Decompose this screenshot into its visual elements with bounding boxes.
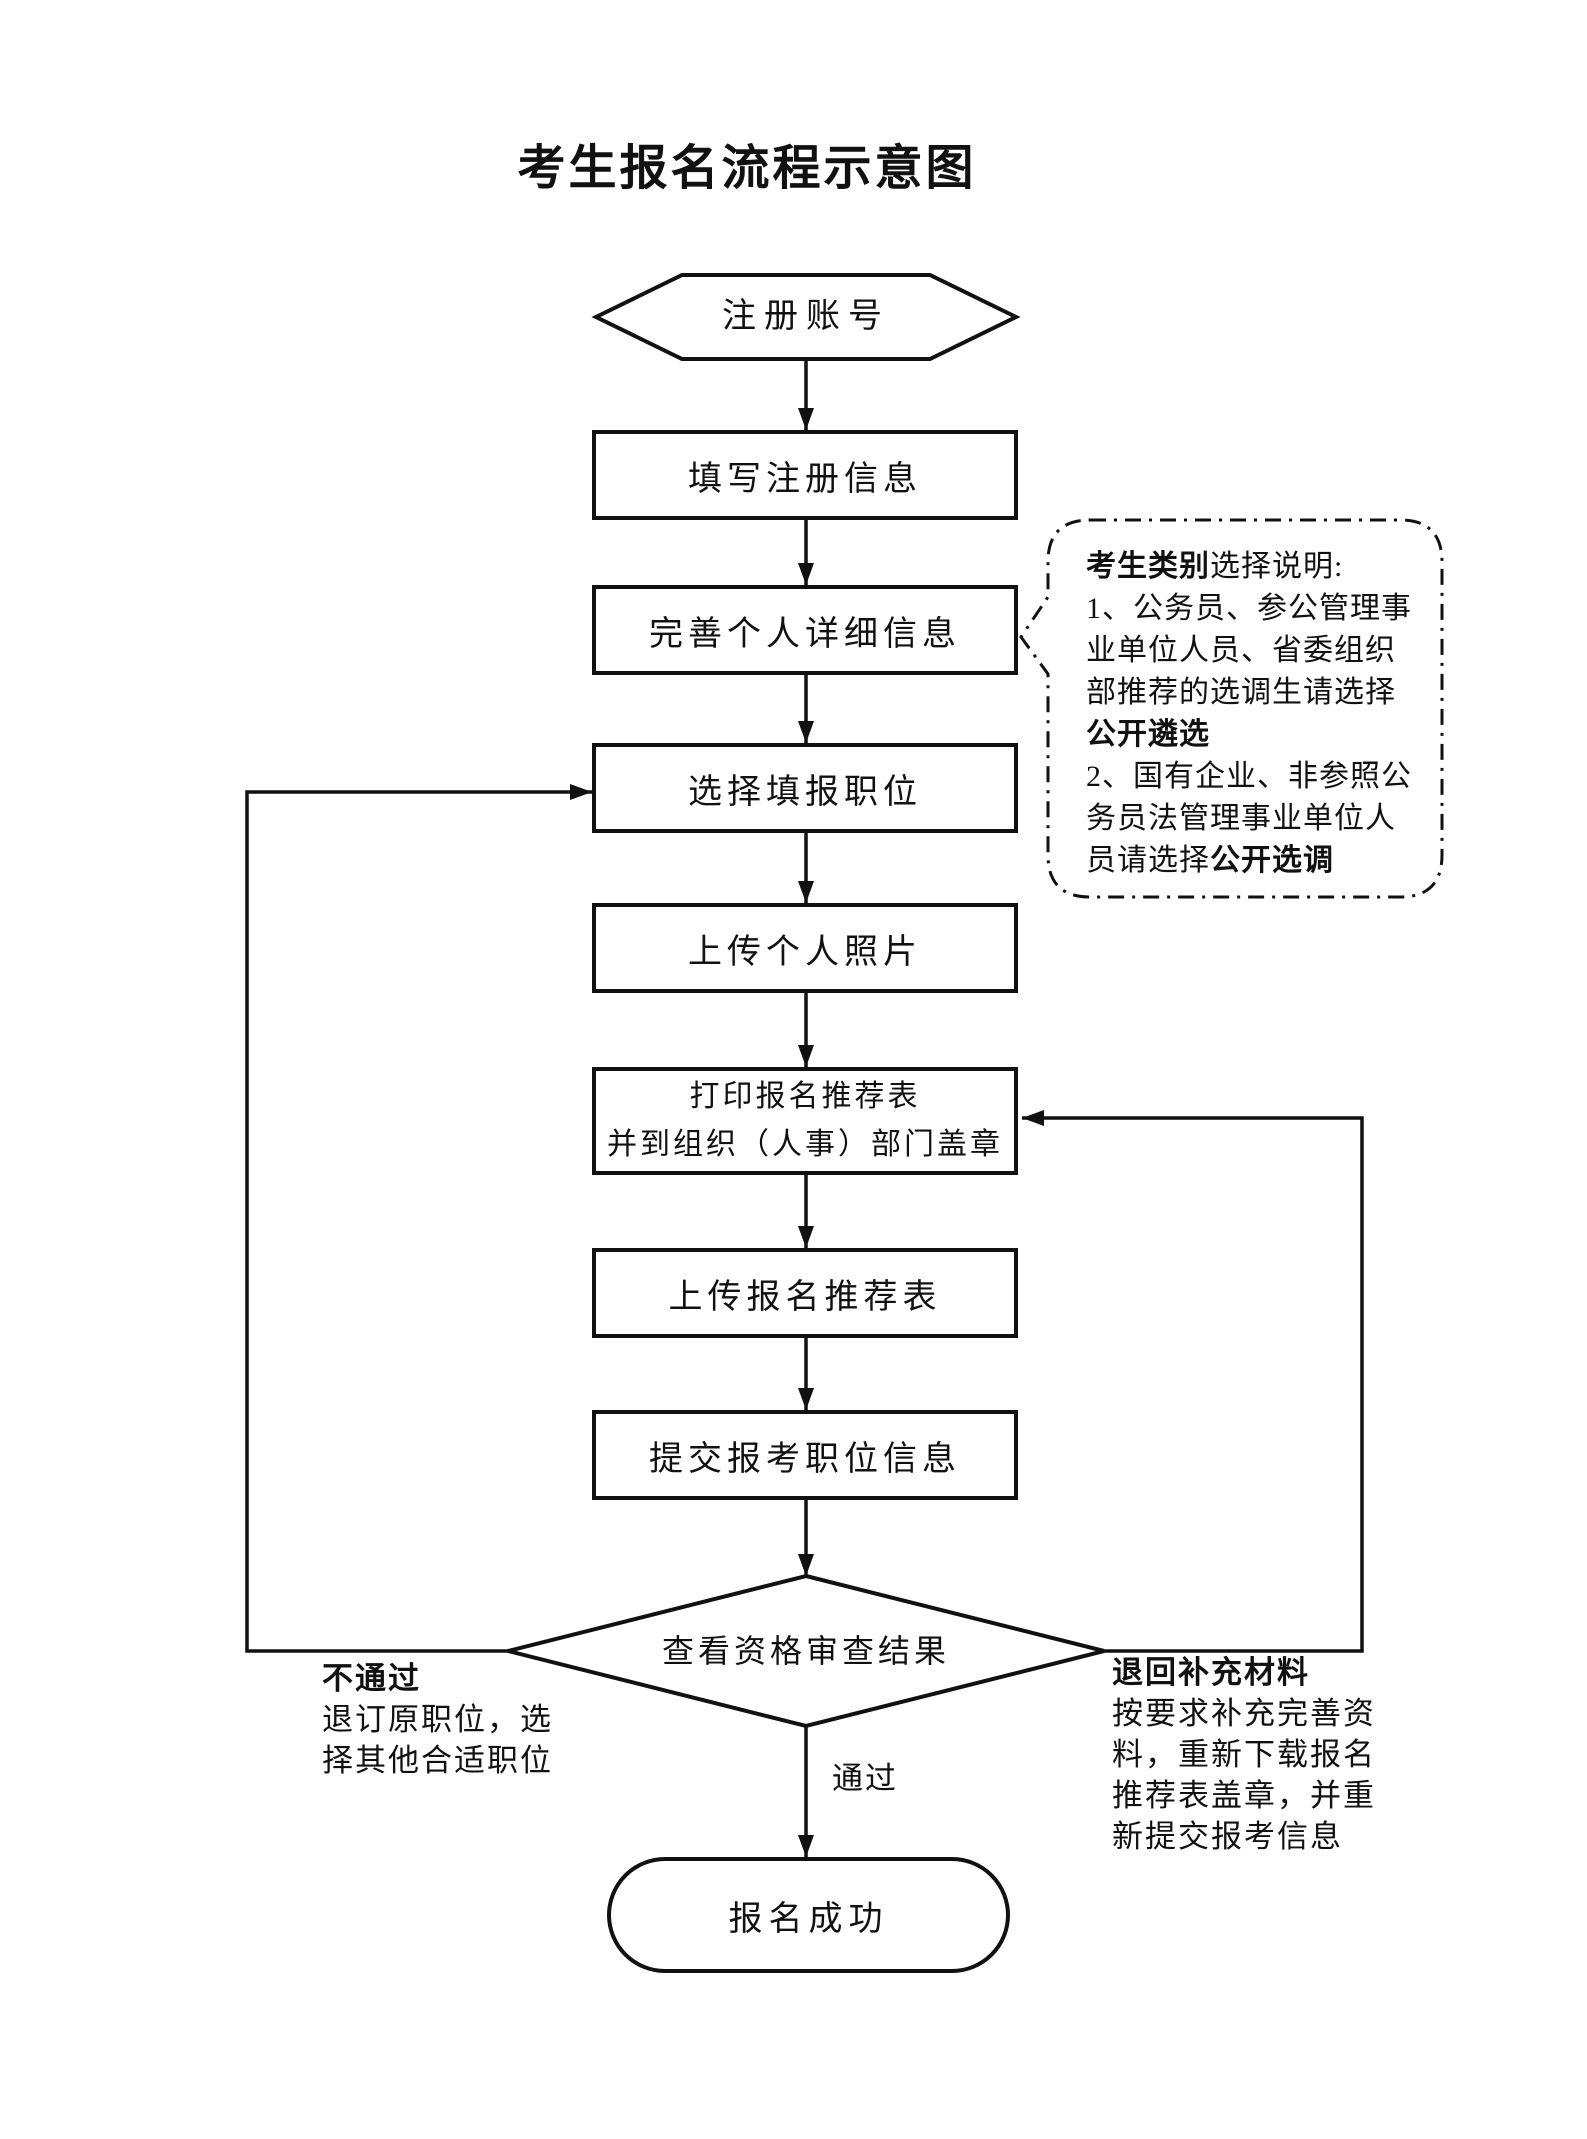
fail-line: 择其他合适职位 xyxy=(322,1743,553,1778)
node-label: 选择填报职位 xyxy=(688,773,922,811)
callout-heading-bold: 考生类别 xyxy=(1086,550,1210,583)
node-label: 完善个人详细信息 xyxy=(649,615,961,653)
node-upload-recommendation-form: 上传报名推荐表 xyxy=(592,1248,1018,1338)
callout-line: 务员法管理事业单位人 xyxy=(1086,802,1396,835)
callout-last-line: 员请选择公开选调 xyxy=(1086,840,1431,882)
fail-line: 退订原职位，选 xyxy=(322,1702,553,1737)
node-label-line2: 并到组织（人事）部门盖章 xyxy=(607,1128,1003,1161)
edge-label-pass: 通过 xyxy=(832,1761,898,1796)
edge-label-return-materials: 退回补充材料 按要求补充完善资 料，重新下载报名 推荐表盖章，并重 新提交报考信… xyxy=(1112,1652,1376,1857)
node-label: 上传个人照片 xyxy=(688,933,922,971)
callout-line: 2、国有企业、非参照公 xyxy=(1086,760,1412,793)
return-line: 新提交报考信息 xyxy=(1112,1819,1343,1854)
callout-outline xyxy=(1019,518,1444,899)
callout-last-line-bold: 公开选调 xyxy=(1210,844,1334,877)
node-label-line1: 打印报名推荐表 xyxy=(689,1080,921,1113)
node-label: 填写注册信息 xyxy=(688,460,922,498)
edge-label-fail: 不通过 退订原职位，选 择其他合适职位 xyxy=(322,1658,553,1781)
node-print-recommendation-form: 打印报名推荐表 并到组织（人事）部门盖章 xyxy=(592,1067,1018,1175)
return-line: 推荐表盖章，并重 xyxy=(1112,1778,1376,1813)
callout-line: 部推荐的选调生请选择 xyxy=(1086,676,1396,709)
node-label: 上传报名推荐表 xyxy=(668,1278,942,1316)
callout-note: 考生类别选择说明: 1、公务员、参公管理事 业单位人员、省委组织 部推荐的选调生… xyxy=(1086,546,1431,882)
page-title: 考生报名流程示意图 xyxy=(517,142,977,195)
node-select-position: 选择填报职位 xyxy=(592,743,1018,833)
node-upload-photo: 上传个人照片 xyxy=(592,903,1018,993)
node-registration-success: 报名成功 xyxy=(607,1857,1010,1973)
node-fill-registration-info: 填写注册信息 xyxy=(592,430,1018,520)
node-register-account: 注册账号 xyxy=(722,297,890,335)
node-complete-profile: 完善个人详细信息 xyxy=(592,585,1018,675)
callout-line-bold: 公开遴选 xyxy=(1086,718,1210,751)
callout-last-line-pre: 员请选择 xyxy=(1086,844,1210,877)
connector-fail-loop xyxy=(245,784,592,1653)
callout-line: 业单位人员、省委组织 xyxy=(1086,634,1396,667)
node-label: 报名成功 xyxy=(728,1900,889,1938)
start-hexagon-shape xyxy=(591,273,1021,361)
callout-heading-rest: 选择说明: xyxy=(1210,550,1344,583)
callout-heading: 考生类别选择说明: xyxy=(1086,546,1431,588)
return-title: 退回补充材料 xyxy=(1112,1655,1310,1690)
node-submit-position-info: 提交报考职位信息 xyxy=(592,1410,1018,1500)
callout-line: 1、公务员、参公管理事 xyxy=(1086,592,1412,625)
return-line: 按要求补充完善资 xyxy=(1112,1696,1376,1731)
node-label: 提交报考职位信息 xyxy=(649,1440,961,1478)
return-line: 料，重新下载报名 xyxy=(1112,1737,1376,1772)
node-review-result: 查看资格审查结果 xyxy=(661,1633,950,1669)
fail-title: 不通过 xyxy=(322,1661,421,1696)
connector-return-loop xyxy=(1022,1110,1364,1653)
